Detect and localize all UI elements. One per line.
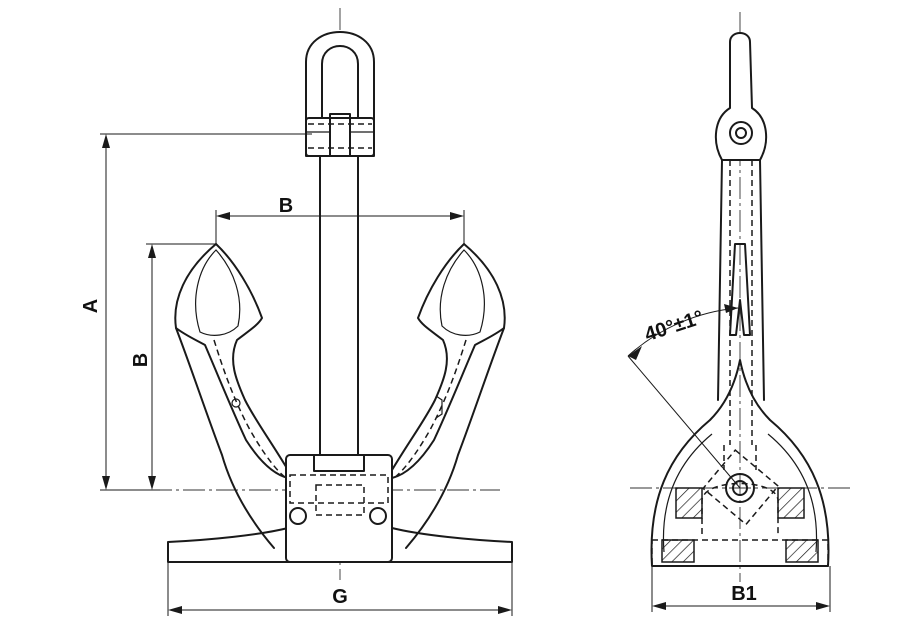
right-arm-outer [405,243,506,549]
dim-B1-arrow-left [652,602,666,610]
side-hatch-left-upper [675,487,703,519]
dim-B-vertical-label: B [130,353,152,367]
side-shackle-pin-inner [735,127,747,139]
angle-ray [627,355,741,489]
dim-B-horizontal-label: B [279,195,293,217]
left-arm-outer [174,243,275,549]
side-shank-hidden-lower [723,445,757,470]
angle-arc [627,307,739,357]
right-fluke-lower [391,327,505,479]
shank-foot [313,454,365,472]
dim-G-arrow-left [168,606,182,614]
right-fluke-palm [439,249,485,336]
right-arm-step [435,395,443,419]
dim-A-label: A [80,299,102,313]
dim-A-arrow-top [102,134,110,148]
side-pivot-hidden-box [702,449,780,526]
side-shackle [714,32,768,161]
left-fluke-palm [195,249,241,336]
dim-B-vertical-arrow-bottom [148,476,156,490]
shackle-inner-loop [321,45,359,131]
side-body-dome [650,359,830,567]
side-shank-taper [729,243,751,336]
dim-B1-label: B1 [731,583,757,605]
side-hatch-right-lower [785,539,819,563]
side-hatch-right-upper [777,487,805,519]
shackle-pin-center [329,113,351,157]
front-view [150,8,513,580]
side-pivot-inner [732,480,748,496]
side-body-inner [662,433,818,553]
angle-arrow-right [724,304,738,313]
side-hidden-base [651,539,829,567]
left-arm-inner [215,243,289,546]
side-view: 40°±1° B1 [627,12,850,612]
dim-G-label: G [332,586,348,608]
shank [319,149,359,461]
crown-left-hole [289,507,307,525]
left-arm-boss [231,398,241,408]
side-shank [717,159,765,401]
angle-label: 40°±1° [642,307,706,347]
dim-B1-arrow-right [816,602,830,610]
dim-G-arrow-right [498,606,512,614]
side-shank-hidden [729,160,753,445]
crown-hidden-upper [289,474,389,504]
dim-B-horizontal-arrow-right [450,212,464,220]
dim-B-vertical-arrow-top [148,244,156,258]
crown-hidden-lower [315,484,365,516]
dim-B-horizontal-arrow-left [216,212,230,220]
dim-A-arrow-bottom [102,476,110,490]
side-hatch-left-lower [661,539,695,563]
side-shackle-pin-outer [729,121,753,145]
right-arm-inner [391,243,465,546]
crown-right-hole [369,507,387,525]
angle-arrow-left [628,346,642,360]
front-dimensions: A B B G [80,133,513,616]
left-arm-hidden-line [213,339,287,479]
side-pivot-outer [725,473,755,503]
right-arm-hidden-line [393,339,467,479]
left-fluke-lower [175,327,289,479]
